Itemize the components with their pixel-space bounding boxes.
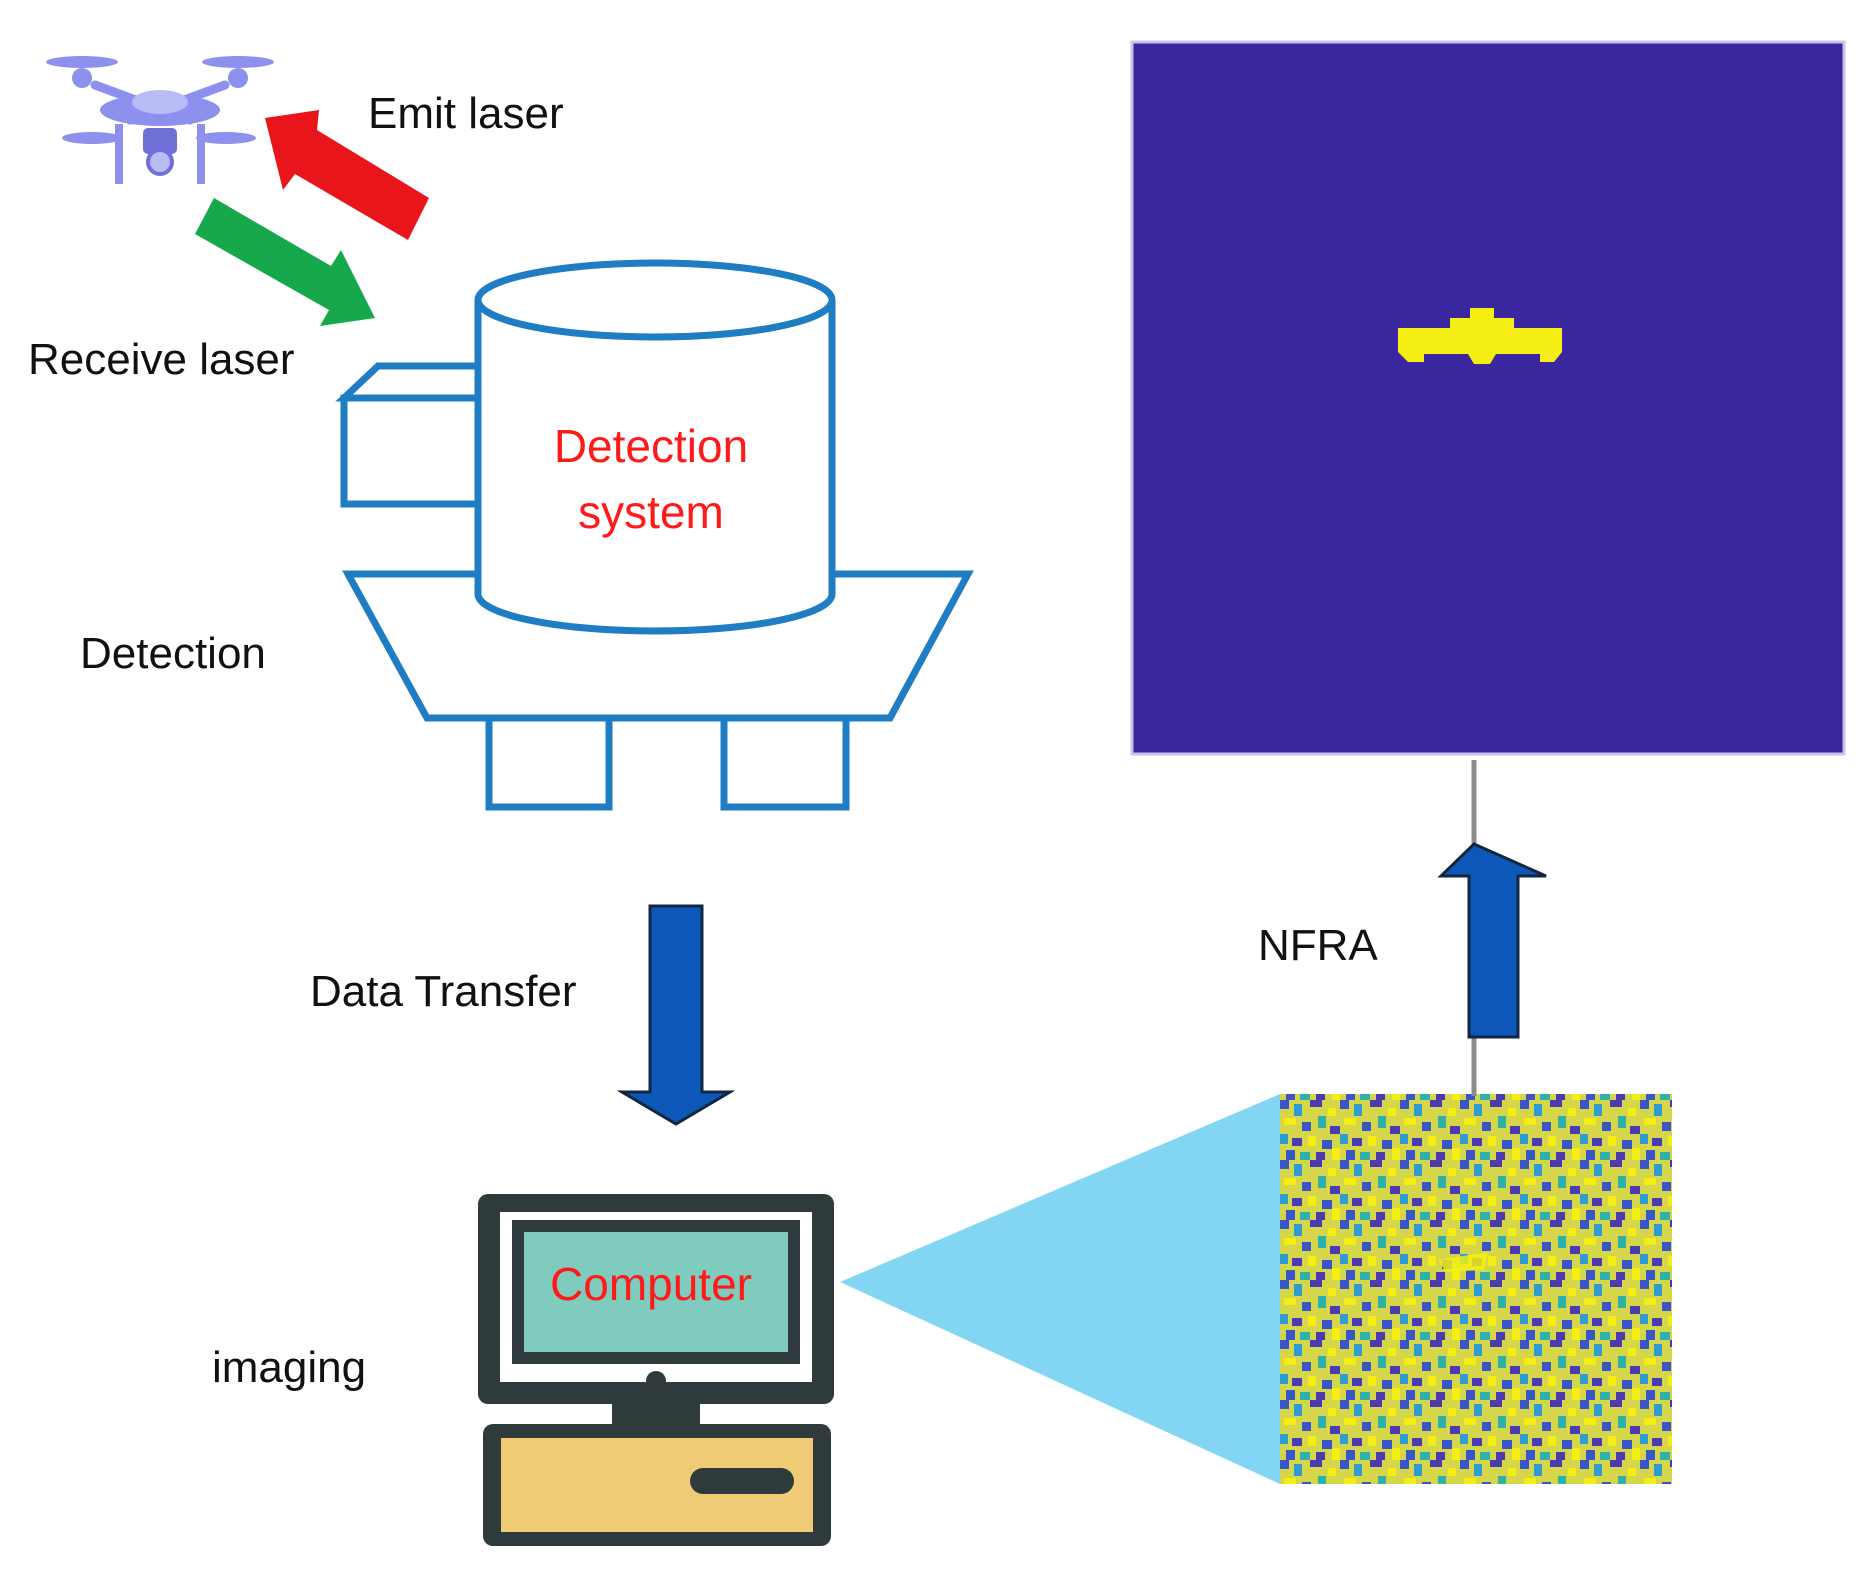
- projection-beam: [840, 1094, 1280, 1484]
- result-image: [1130, 40, 1846, 756]
- nfra-arrow: [1437, 842, 1547, 1039]
- computer-icon: [478, 1194, 834, 1546]
- detection-system-label-line1: Detection: [554, 420, 748, 472]
- noisy-target-hint: [1438, 1252, 1488, 1272]
- data-transfer-label: Data Transfer: [310, 967, 577, 1016]
- noisy-image: [1280, 1094, 1672, 1484]
- detection-label: Detection: [80, 629, 266, 678]
- drone-icon: [46, 56, 274, 184]
- target-silhouette: [1398, 308, 1562, 364]
- green-arrow-icon: [195, 198, 375, 326]
- computer-label: Computer: [550, 1258, 752, 1310]
- detection-system-icon: [335, 259, 974, 811]
- data-transfer-arrow: [616, 904, 736, 1126]
- nfra-label: NFRA: [1258, 921, 1378, 970]
- red-arrow-icon: [265, 110, 429, 240]
- imaging-label: imaging: [212, 1343, 366, 1392]
- detection-system-label-line2: system: [578, 486, 724, 538]
- receive-laser-label: Receive laser: [28, 335, 295, 384]
- emit-laser-label: Emit laser: [368, 89, 564, 138]
